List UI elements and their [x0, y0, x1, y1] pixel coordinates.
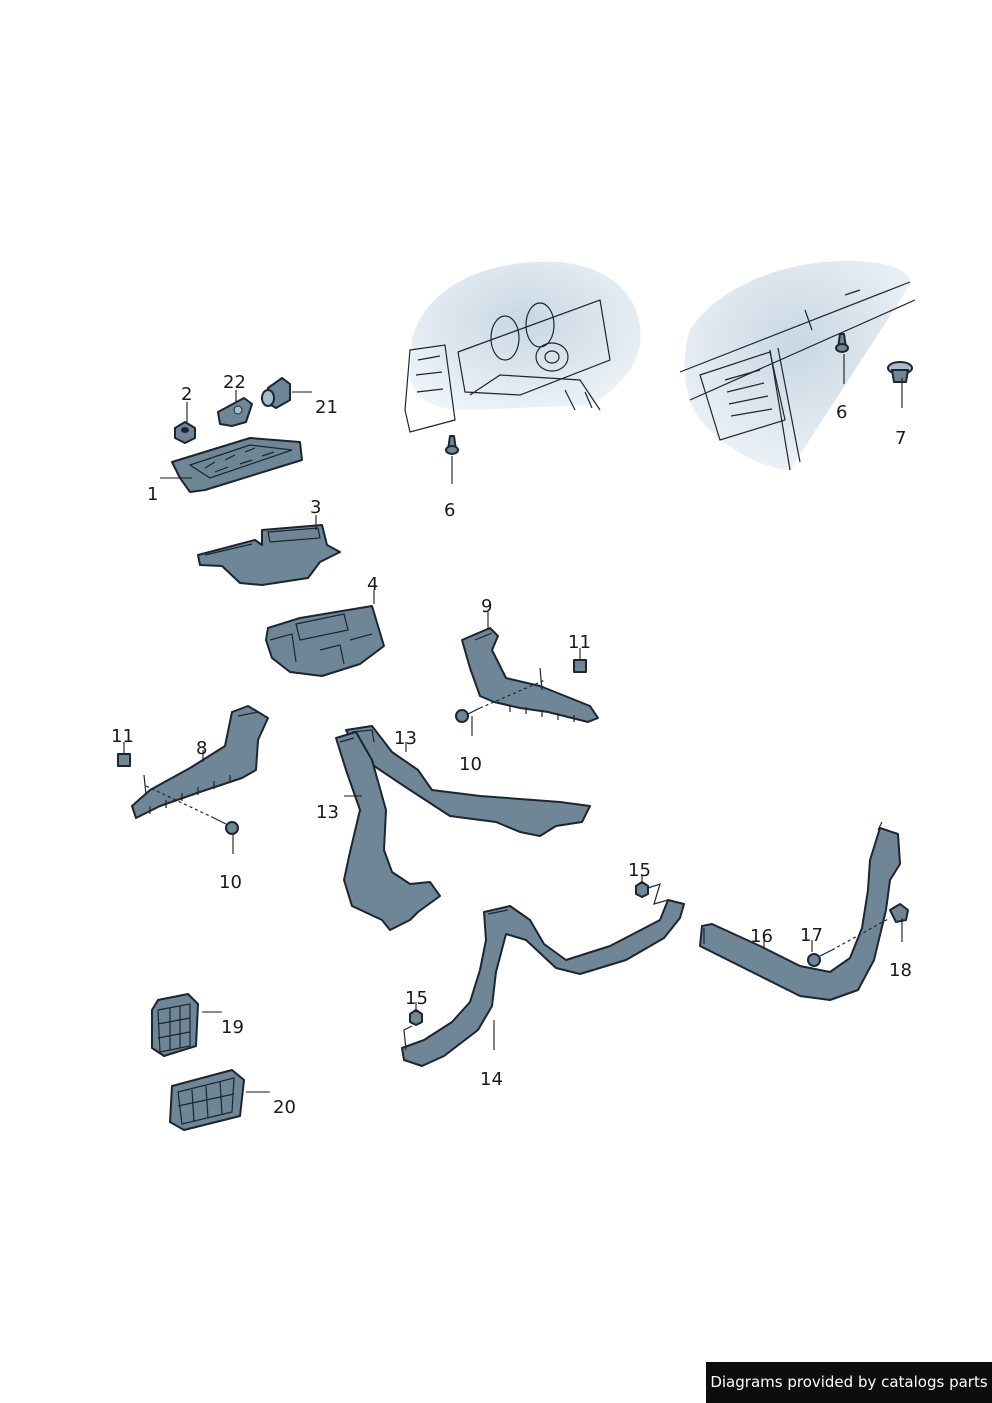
callout-13-upper: 13: [394, 728, 417, 749]
callout-16: 16: [750, 926, 773, 947]
part-10-screw-right: [455, 679, 546, 723]
callout-9: 9: [481, 596, 492, 617]
part-7-plug: [887, 361, 913, 383]
part-17-screw: [807, 917, 891, 967]
part-15-fastener-upper: [635, 881, 669, 905]
callout-10-right: 10: [459, 754, 482, 775]
part-2-nut: [174, 421, 196, 444]
part-11-clip-right: [573, 659, 587, 673]
callout-18: 18: [889, 960, 912, 981]
floor-context-illustration: [679, 260, 916, 471]
part-22-clip: [217, 397, 253, 427]
callout-8: 8: [196, 738, 207, 759]
dashboard-context-illustration: [404, 261, 641, 433]
callout-22: 22: [223, 372, 246, 393]
part-20-vent-grille: [169, 1069, 245, 1131]
part-18-clip: [889, 903, 909, 923]
callout-19: 19: [221, 1017, 244, 1038]
callout-11-right: 11: [568, 632, 591, 653]
callout-14: 14: [480, 1069, 503, 1090]
callout-2: 2: [181, 384, 192, 405]
callout-11-left: 11: [111, 726, 134, 747]
part-6-screw-floor: [835, 333, 849, 353]
callout-17: 17: [800, 925, 823, 946]
callout-6-floor: 6: [836, 402, 847, 423]
part-19-vent-grille: [151, 993, 199, 1057]
callout-15-upper: 15: [628, 860, 651, 881]
part-6-screw-dashboard: [445, 435, 459, 455]
part-14-rear-duct: [401, 899, 685, 1067]
callout-13-lower: 13: [316, 802, 339, 823]
part-13-air-duct-lower: [335, 731, 441, 931]
callout-labels: 1 2 3 4 6 6 7 8 9 10 10 11 11 13 13 14 1…: [111, 372, 912, 1118]
part-13-air-duct-upper: [345, 725, 591, 837]
part-4-air-distributor: [265, 605, 385, 677]
callout-21: 21: [315, 397, 338, 418]
callout-4: 4: [367, 574, 378, 595]
callout-1: 1: [147, 484, 158, 505]
part-1-storage-tray: [171, 437, 303, 493]
part-10-screw-left: [145, 785, 239, 835]
leader-lines: [123, 354, 903, 1093]
callout-20: 20: [273, 1097, 296, 1118]
callout-6-dashboard: 6: [444, 500, 455, 521]
callout-10-left: 10: [219, 872, 242, 893]
part-11-clip-left: [117, 753, 131, 767]
callout-15-lower: 15: [405, 988, 428, 1009]
part-16-long-duct: [699, 821, 901, 1001]
part-21-sensor: [261, 377, 291, 409]
part-9-footwell-vent: [461, 627, 599, 723]
part-8-footwell-vent: [131, 705, 269, 819]
credit-banner: Diagrams provided by catalogs parts: [706, 1362, 992, 1403]
callout-3: 3: [310, 497, 321, 518]
callout-7: 7: [895, 428, 906, 449]
part-3-air-duct: [197, 524, 341, 586]
